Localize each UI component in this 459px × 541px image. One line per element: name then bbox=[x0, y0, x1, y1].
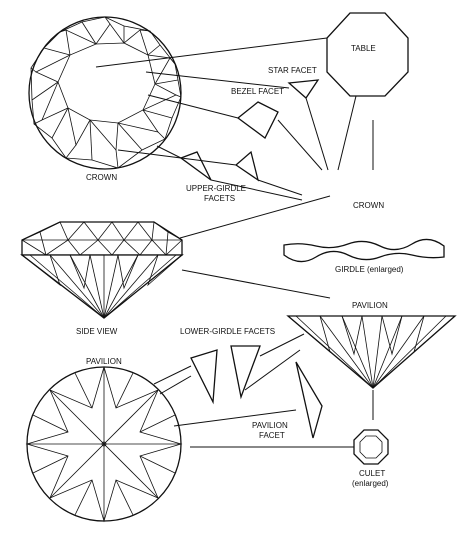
upper-girdle-facets-label-line2: FACETS bbox=[204, 194, 236, 203]
table-label: TABLE bbox=[351, 44, 376, 53]
crown-top-view bbox=[28, 16, 182, 170]
crown-side-label: CROWN bbox=[353, 201, 385, 210]
pavilion-facet-label-line2: FACET bbox=[259, 431, 285, 440]
girdle-shape bbox=[283, 238, 445, 263]
culet-label-line2: (enlarged) bbox=[352, 479, 389, 488]
star-facet-shape bbox=[287, 79, 320, 99]
star-facet-label: STAR FACET bbox=[268, 66, 317, 75]
lower-girdle-facet-left bbox=[190, 349, 218, 405]
bezel-facet-label: BEZEL FACET bbox=[231, 87, 285, 96]
crown-top-label: CROWN bbox=[86, 173, 118, 182]
lower-girdle-facets-label: LOWER-GIRDLE FACETS bbox=[180, 327, 276, 336]
culet-label-line1: CULET bbox=[359, 469, 386, 478]
bezel-facet-shape bbox=[236, 101, 279, 139]
table-shape bbox=[326, 12, 409, 97]
pavilion-side-shape bbox=[286, 315, 457, 389]
pavilion-facet-shape bbox=[295, 361, 323, 439]
pavilion-facet-label-line1: PAVILION bbox=[252, 421, 288, 430]
culet-shape bbox=[353, 429, 389, 465]
lower-girdle-facet-right bbox=[230, 345, 261, 400]
pavilion-bottom-label: PAVILION bbox=[86, 357, 122, 366]
upper-girdle-facets-label-line1: UPPER-GIRDLE bbox=[186, 184, 247, 193]
upper-girdle-facet-left bbox=[179, 151, 212, 181]
pavilion-side-label: PAVILION bbox=[352, 301, 388, 310]
leader-lines bbox=[95, 37, 374, 448]
girdle-label: GIRDLE (enlarged) bbox=[335, 265, 404, 274]
upper-girdle-facet-right bbox=[234, 150, 260, 182]
side-view-diamond bbox=[20, 221, 184, 319]
side-view-label: SIDE VIEW bbox=[76, 327, 118, 336]
pavilion-bottom-view bbox=[25, 366, 183, 523]
